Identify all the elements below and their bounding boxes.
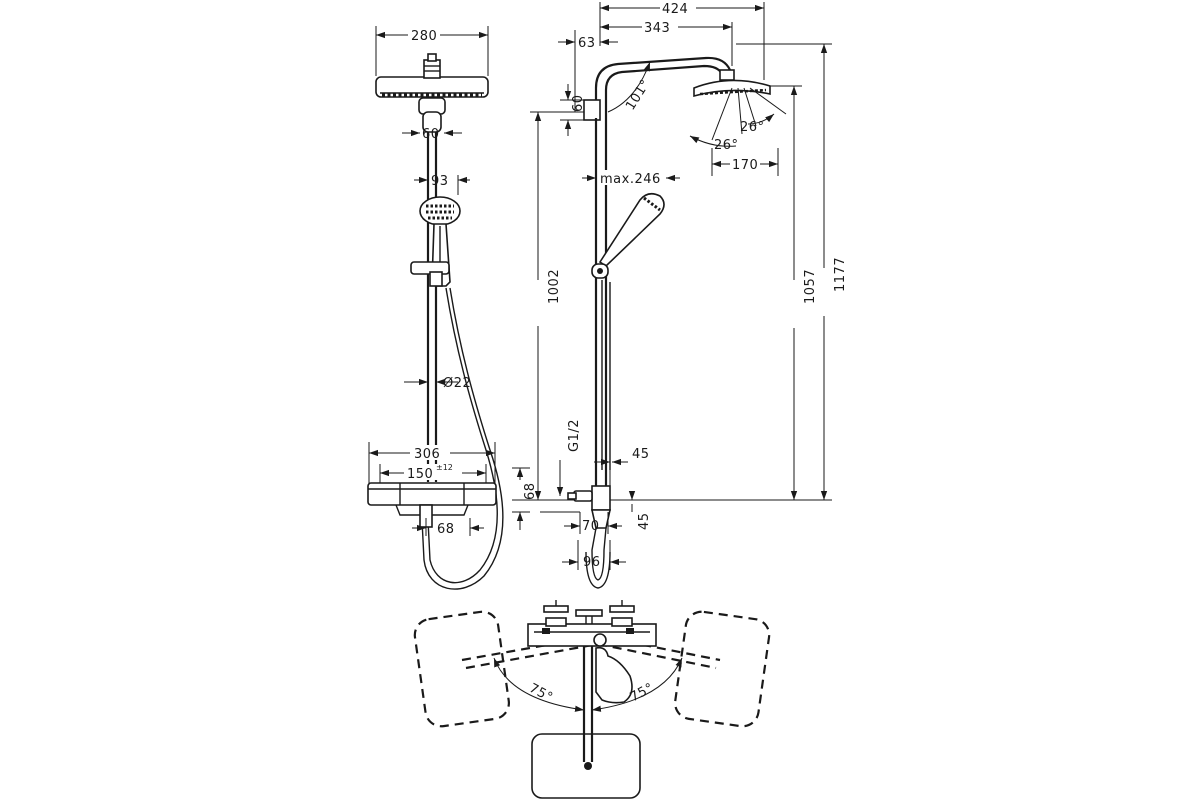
dim-diameter-22: Ø22 <box>443 376 471 391</box>
hand-shower-side <box>591 192 665 279</box>
dim-306: 306 <box>414 447 440 462</box>
thermostat-front <box>367 482 497 528</box>
dim-60-front: 60 <box>422 127 440 142</box>
top-view: 75° 75° <box>413 600 771 799</box>
dim-96: 96 <box>583 555 601 570</box>
thermostat-top <box>527 600 657 647</box>
dim-280: 280 <box>411 29 437 44</box>
dim-424: 424 <box>662 2 688 17</box>
dim-1002: 1002 <box>547 269 562 304</box>
dim-45-bottom: 45 <box>637 512 652 530</box>
dim-26-degree-a: 26° <box>714 138 739 153</box>
dim-343: 343 <box>644 21 670 36</box>
dim-150-tolerance: ±12 <box>436 463 453 472</box>
dim-63: 63 <box>578 36 596 51</box>
dim-45-top: 45 <box>632 447 650 462</box>
hand-shower-front <box>410 196 461 287</box>
dim-150: 150 <box>407 467 433 482</box>
dim-max-246: max.246 <box>600 172 661 187</box>
dim-70: 70 <box>582 519 600 534</box>
dim-93: 93 <box>431 174 449 189</box>
dim-60-side: 60 <box>571 94 586 112</box>
side-view: 424 343 63 26° 26° <box>512 1 848 589</box>
dim-68-side: 68 <box>523 482 538 500</box>
dim-26-degree-b: 26° <box>740 120 765 135</box>
dim-68-front: 68 <box>437 522 455 537</box>
dim-1177: 1177 <box>833 257 848 292</box>
dim-170: 170 <box>732 158 758 173</box>
dim-g-half: G1/2 <box>567 419 582 452</box>
dim-101-degree: 101° <box>623 77 653 113</box>
overhead-shower-side <box>693 69 771 98</box>
dim-75-degree-left: 75° <box>526 681 555 706</box>
thermostat-side <box>567 485 611 589</box>
overhead-shower-front <box>375 53 489 133</box>
dim-1057: 1057 <box>803 269 818 304</box>
front-view: 280 60 93 Ø22 <box>367 26 504 590</box>
